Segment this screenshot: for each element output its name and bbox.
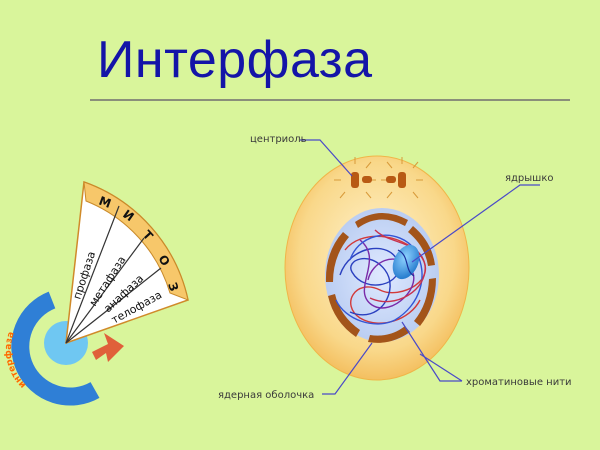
label-nuclear-envelope: ядерная оболочка xyxy=(218,390,314,401)
label-chromatin: хроматиновые нити xyxy=(466,377,572,388)
red-arrow xyxy=(92,333,124,362)
phase-divider xyxy=(65,267,162,344)
nucleus xyxy=(325,208,439,342)
title-underline xyxy=(90,99,570,101)
centriole-shape xyxy=(362,176,372,183)
centriole-shape xyxy=(386,176,396,183)
mitosis-letter: М xyxy=(97,194,113,211)
cell xyxy=(284,155,470,381)
phase-divider xyxy=(65,205,120,344)
mitosis-letter: З xyxy=(165,281,181,293)
centriole-shape xyxy=(351,172,359,188)
page-title: Интерфаза xyxy=(97,31,373,89)
label-centriole: центриоль xyxy=(250,134,307,145)
leader-lines xyxy=(300,139,540,395)
interphase-arc xyxy=(11,291,100,406)
phase-divider xyxy=(65,237,145,344)
cell-cycle-wheel: интерфаза М И Т О З профаза метафаза ана… xyxy=(4,180,189,406)
mitosis-band xyxy=(83,181,189,301)
centriole-shape xyxy=(398,172,406,188)
label-nucleolus: ядрышко xyxy=(505,173,553,184)
chromatin-threads xyxy=(335,229,427,325)
nuclear-envelope xyxy=(325,212,436,343)
